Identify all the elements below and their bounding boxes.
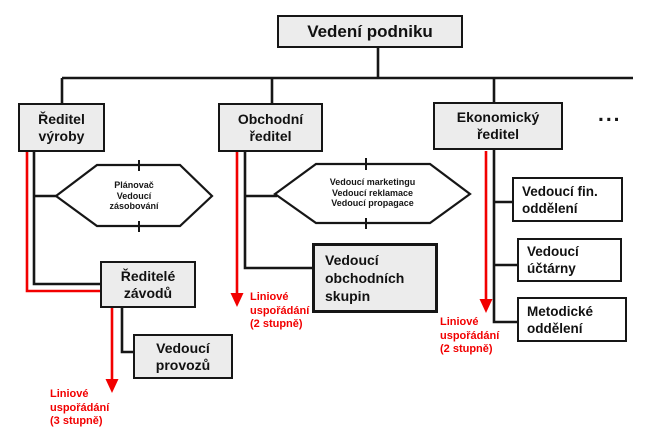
node-reditele-zavodu: Ředitelé závodů	[100, 261, 196, 308]
annotation-liniove-2stupne-ekonomika: Liniové uspořádání (2 stupně)	[440, 316, 500, 355]
connector-ekonomika-metodicke	[492, 150, 518, 324]
node-vedouci-provozu: Vedoucí provozů	[133, 334, 233, 379]
hexagon-vyroba-staff	[54, 163, 214, 228]
node-vedeni-podniku: Vedení podniku	[277, 15, 463, 48]
annotation-liniove-3stupne: Liniové uspořádání (3 stupně)	[50, 388, 110, 427]
hexagon-obchod-staff-label: Vedoucí marketingu Vedoucí reklamace Ved…	[329, 177, 416, 208]
node-obchodni-reditel: Obchodní ředitel	[218, 103, 323, 152]
connector-zavody-provozy	[120, 307, 134, 354]
red-arrowhead-ekonomika	[479, 299, 493, 313]
node-vedouci-fin-oddeleni: Vedoucí fin. oddělení	[512, 177, 623, 222]
node-reditel-vyroby: Ředitel výroby	[18, 103, 105, 152]
red-arrowhead-3stupne	[105, 379, 119, 393]
node-ekonomicky-reditel: Ekonomický ředitel	[433, 102, 563, 150]
hexagon-vyroba-staff-label: Plánovač Vedoucí zásobování	[109, 180, 159, 211]
connector-obchod-skupiny	[243, 151, 313, 270]
more-directors-ellipsis: ...	[598, 103, 622, 126]
node-vedouci-obchodnich-skupin: Vedoucí obchodních skupin	[312, 243, 438, 313]
red-arrowhead-obchod	[230, 293, 244, 307]
node-metodicke-oddeleni: Metodické oddělení	[517, 297, 627, 342]
red-line-vyroba	[25, 151, 101, 293]
hexagon-obchod-staff	[273, 162, 472, 225]
annotation-liniove-2stupne-obchod: Liniové uspořádání (2 stupně)	[250, 291, 310, 330]
node-vedouci-uctarny: Vedoucí účtárny	[517, 238, 622, 282]
